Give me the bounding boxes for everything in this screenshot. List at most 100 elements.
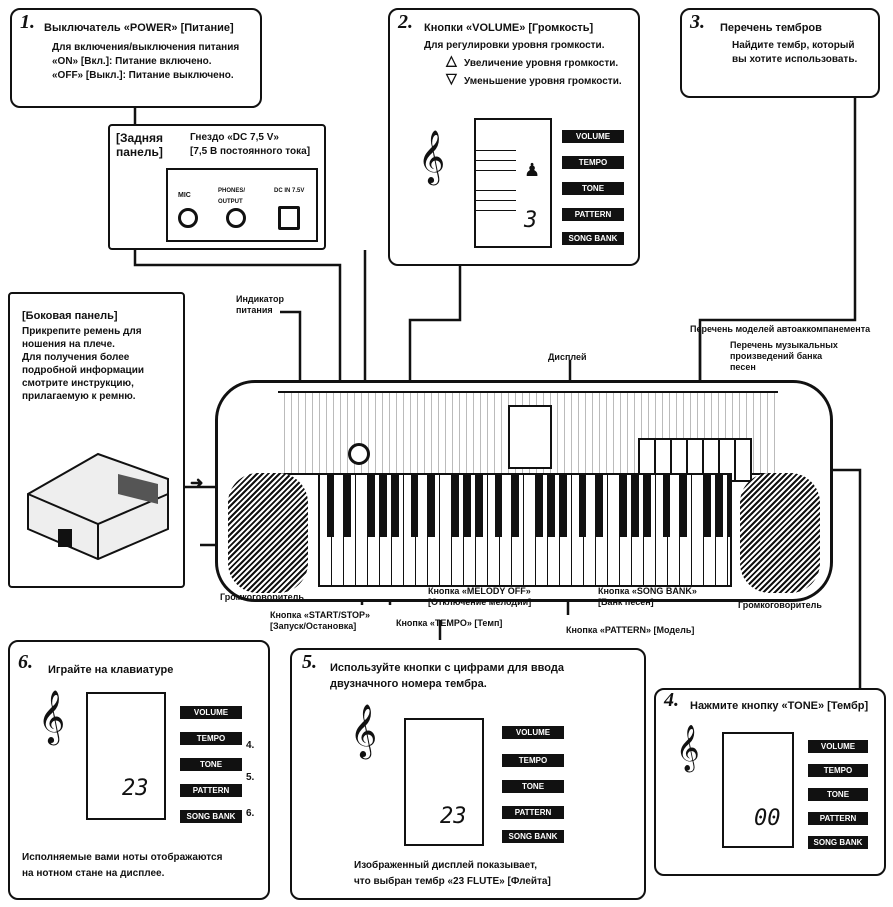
step1-line2: «ON» [Вкл.]: Питание включено. xyxy=(52,56,212,67)
step5-pattern: PATTERN xyxy=(502,806,564,819)
step3-number: 3. xyxy=(690,11,705,33)
side-l5: смотрите инструкцию, xyxy=(22,378,134,389)
step1-panel: 1. Выключатель «POWER» [Питание] Для вкл… xyxy=(10,8,262,108)
rear-jack-sub: [7,5 В постоянного тока] xyxy=(190,146,311,157)
phones-jack[interactable] xyxy=(226,208,246,228)
step5-title2: двузначного номера тембра. xyxy=(330,678,487,690)
treble-clef-icon: 𝄞 xyxy=(350,703,378,757)
step6-panel: 6. Играйте на клавиатуре 𝄞 23 VOLUME TEM… xyxy=(8,640,270,900)
step6-mark6: 6. xyxy=(246,808,255,819)
step2-down: Уменьшение уровня громкости. xyxy=(464,76,622,87)
side-title: [Боковая панель] xyxy=(22,310,118,322)
dc-label: DC IN 7.5V xyxy=(274,188,305,194)
step6-title: Играйте на клавиатуре xyxy=(48,664,174,676)
keyboard-side-illustration xyxy=(27,452,169,561)
step1-number: 1. xyxy=(20,11,35,33)
step4-digits: 00 xyxy=(754,806,781,831)
keyboard-body xyxy=(215,380,833,602)
volume-label: VOLUME xyxy=(562,130,624,143)
phones-label: PHONES/ OUTPUT xyxy=(218,188,246,205)
step5-l2: что выбран тембр «23 FLUTE» [Флейта] xyxy=(354,876,551,887)
power-indicator-label: Индикатор питания xyxy=(236,294,284,315)
step4-number: 4. xyxy=(664,689,679,711)
songbank-list-label: Перечень музыкальных произведений банка … xyxy=(730,340,838,372)
step5-number: 5. xyxy=(302,651,317,673)
step5-tone: TONE xyxy=(502,780,564,793)
step6-number: 6. xyxy=(18,651,33,673)
start-stop-button[interactable] xyxy=(348,443,370,465)
step4-display: 00 xyxy=(722,732,794,848)
step6-digits: 23 xyxy=(122,776,149,801)
step6-pattern: PATTERN xyxy=(180,784,242,797)
side-l6: прилагаемую к ремню. xyxy=(22,391,136,402)
piano-keys[interactable] xyxy=(318,473,732,587)
pattern-button-label: Кнопка «PATTERN» [Модель] xyxy=(566,625,695,635)
speaker-right-label: Громкоговоритель xyxy=(738,600,822,610)
step2-title: Кнопки «VOLUME» [Громкость] xyxy=(424,22,594,34)
step5-digits: 23 xyxy=(440,804,467,829)
start-stop-label: Кнопка «START/STOP» [Запуск/Остановка] xyxy=(270,610,371,631)
step6-l1: Исполняемые вами ноты отображаются xyxy=(22,852,223,863)
step5-tempo: TEMPO xyxy=(502,754,564,767)
treble-clef-icon: 𝄞 xyxy=(38,689,66,743)
step6-tempo: TEMPO xyxy=(180,732,242,745)
step3-line2: вы хотите использовать. xyxy=(732,54,858,65)
side-l3: Для получения более xyxy=(22,352,130,363)
mic-jack[interactable] xyxy=(178,208,198,228)
step1-line3: «OFF» [Выкл.]: Питание выключено. xyxy=(52,70,234,81)
songbank-label: SONG BANK xyxy=(562,232,624,245)
rear-title1: [Задняя xyxy=(116,131,164,145)
step3-title: Перечень тембров xyxy=(720,22,822,34)
step2-line1: Для регулировки уровня громкости. xyxy=(424,40,605,51)
step2-display: 3 ♟ xyxy=(474,118,552,248)
step6-display: 23 xyxy=(86,692,166,820)
step5-display: 23 xyxy=(404,718,484,846)
step1-line1: Для включения/выключения питания xyxy=(52,42,240,53)
treble-clef-icon: 𝄞 xyxy=(418,129,446,183)
rear-jack-strip: MIC PHONES/ OUTPUT DC IN 7.5V xyxy=(166,168,318,242)
tempo-label: TEMPO xyxy=(562,156,624,169)
down-triangle-icon: ▽ xyxy=(446,70,457,86)
step4-tempo: TEMPO xyxy=(808,764,868,777)
step4-panel: 4. Нажмите кнопку «TONE» [Тембр] 𝄞 00 VO… xyxy=(654,688,886,876)
side-l1: Прикрепите ремень для xyxy=(22,326,142,337)
step3-panel: 3. Перечень тембров Найдите тембр, котор… xyxy=(680,8,880,98)
step4-volume: VOLUME xyxy=(808,740,868,753)
melody-off-label: Кнопка «MELODY OFF» [Отключение мелодии] xyxy=(428,586,532,607)
speaker-left-label: Громкоговоритель xyxy=(220,592,304,602)
accompaniment-label: Перечень моделей автоаккомпанемента xyxy=(690,324,871,334)
mic-label: MIC xyxy=(178,192,191,199)
speaker-right xyxy=(740,473,820,593)
step6-mark4: 4. xyxy=(246,740,255,751)
pattern-label: PATTERN xyxy=(562,208,624,221)
side-panel: [Боковая панель] Прикрепите ремень для н… xyxy=(8,292,185,588)
rear-jack-title: Гнездо «DC 7,5 V» xyxy=(190,132,279,143)
rear-panel: [Задняя панель] Гнездо «DC 7,5 V» [7,5 В… xyxy=(108,124,326,250)
treble-clef-icon: 𝄞 xyxy=(676,725,700,771)
step6-songbank: SONG BANK xyxy=(180,810,242,823)
step6-mark5: 5. xyxy=(246,772,255,783)
songbank-button-label: Кнопка «SONG BANK» [Банк песен] xyxy=(598,586,697,607)
rear-title2: панель] xyxy=(116,145,163,159)
tone-label: TONE xyxy=(562,182,624,195)
step5-songbank: SONG BANK xyxy=(502,830,564,843)
step6-tone: TONE xyxy=(180,758,242,771)
step5-title1: Используйте кнопки с цифрами для ввода xyxy=(330,662,564,674)
step5-volume: VOLUME xyxy=(502,726,564,739)
side-l4: подробной информации xyxy=(22,365,144,376)
step2-digits: 3 xyxy=(524,208,538,233)
step4-pattern: PATTERN xyxy=(808,812,868,825)
dc-jack[interactable] xyxy=(278,206,300,230)
step5-panel: 5. Используйте кнопки с цифрами для ввод… xyxy=(290,648,646,900)
tempo-button-label: Кнопка «TEMPO» [Темп] xyxy=(396,618,503,628)
step2-number: 2. xyxy=(398,11,413,33)
step4-title: Нажмите кнопку «TONE» [Тембр] xyxy=(690,700,869,712)
step5-l1: Изображенный дисплей показывает, xyxy=(354,860,538,871)
step2-panel: 2. Кнопки «VOLUME» [Громкость] Для регул… xyxy=(388,8,640,266)
step6-volume: VOLUME xyxy=(180,706,242,719)
step2-up: Увеличение уровня громкости. xyxy=(464,58,619,69)
step6-l2: на нотном стане на дисплее. xyxy=(22,868,165,879)
display-label: Дисплей xyxy=(548,352,587,362)
display-window xyxy=(508,405,552,469)
step3-line1: Найдите тембр, который xyxy=(732,40,855,51)
